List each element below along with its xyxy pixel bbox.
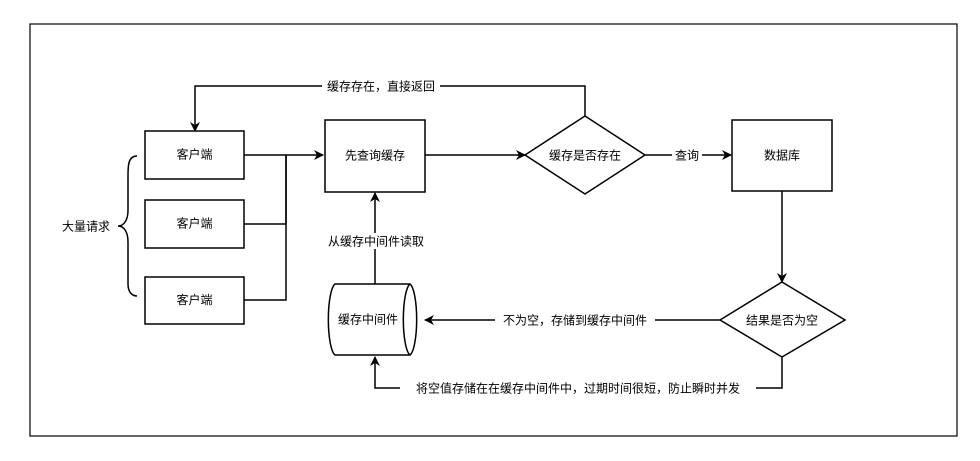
node-cache-exists: 缓存是否存在	[523, 115, 647, 195]
node-query-cache: 先查询缓存	[324, 119, 426, 193]
label-cache-hit-return: 缓存存在，直接返回	[327, 79, 435, 94]
label-query: 查询	[675, 149, 699, 163]
node-result-empty-label: 结果是否为空	[746, 314, 818, 328]
node-client-3-label: 客户端	[176, 292, 212, 307]
node-client-2: 客户端	[144, 199, 245, 249]
label-not-empty-store: 不为空，存储到缓存中间件	[503, 313, 647, 328]
label-cache-hit-group: 缓存存在，直接返回	[322, 78, 440, 94]
label-mass-requests-group: 大量请求	[62, 220, 110, 234]
node-database-label: 数据库	[764, 148, 800, 163]
node-client-1: 客户端	[144, 130, 245, 180]
node-cache-middleware-label: 缓存中间件	[338, 312, 398, 327]
label-read-from-cache-group: 从缓存中间件读取	[323, 233, 429, 249]
label-store-null-group: 将空值存储在在缓存中间件中，过期时间很短，防止瞬时并发	[400, 380, 756, 396]
client-brace	[117, 155, 138, 297]
edge-client3-to-cache	[244, 155, 287, 301]
node-query-cache-label: 先查询缓存	[345, 149, 405, 163]
node-database: 数据库	[731, 119, 833, 192]
node-client-1-label: 客户端	[176, 147, 212, 162]
label-not-empty-group: 不为空，存储到缓存中间件	[495, 312, 655, 328]
label-store-null-value: 将空值存储在在缓存中间件中，过期时间很短，防止瞬时并发	[416, 381, 740, 396]
node-client-3: 客户端	[144, 276, 245, 325]
label-query-group: 查询	[672, 147, 702, 163]
node-cache-exists-label: 缓存是否存在	[549, 149, 621, 163]
label-mass-requests: 大量请求	[62, 220, 110, 234]
node-result-empty: 结果是否为空	[718, 281, 847, 358]
label-read-from-cache: 从缓存中间件读取	[328, 234, 424, 249]
node-client-2-label: 客户端	[176, 216, 212, 231]
node-cache-middleware: 缓存中间件	[327, 283, 418, 356]
